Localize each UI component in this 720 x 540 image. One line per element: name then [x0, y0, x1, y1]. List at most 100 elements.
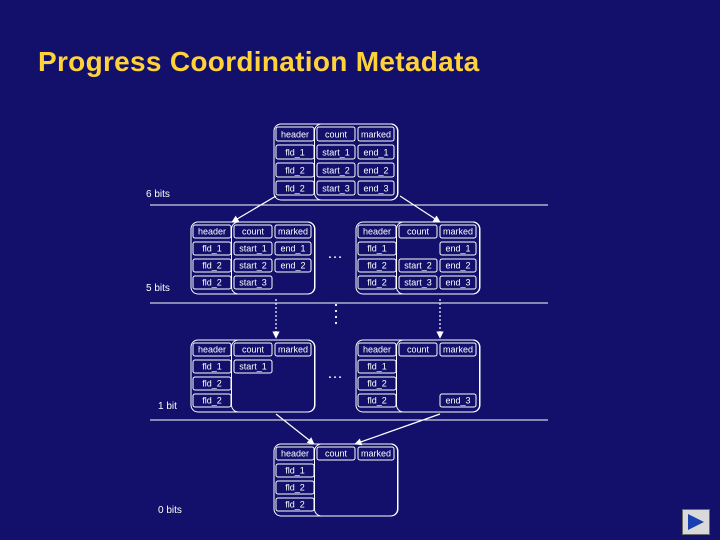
field-box: [398, 342, 438, 357]
field-box: [275, 162, 315, 178]
field-label-start-3: start_3: [239, 278, 267, 288]
field-label-start-2: start_2: [404, 261, 432, 271]
field-label-fld-2: fld_2: [202, 396, 222, 406]
field-label-end-1: end_1: [363, 148, 388, 158]
field-label-fld-2: fld_2: [367, 396, 387, 406]
field-box: [192, 393, 232, 408]
field-label-header: header: [363, 345, 391, 355]
field-box: [275, 144, 315, 160]
field-box: [316, 180, 356, 196]
field-label-fld-2: fld_2: [202, 261, 222, 271]
field-label-start-1: start_1: [322, 148, 350, 158]
field-label-count: count: [242, 345, 265, 355]
field-box: [439, 393, 477, 408]
field-label-end-1: end_1: [280, 244, 305, 254]
field-box: [357, 241, 397, 256]
field-label-fld-1: fld_1: [202, 244, 222, 254]
field-label-header: header: [281, 130, 309, 140]
field-box: [439, 342, 477, 357]
horizontal-ellipsis: …: [327, 245, 343, 262]
field-label-count: count: [407, 227, 430, 237]
node-top: [273, 123, 399, 201]
field-label-start-1: start_1: [239, 244, 267, 254]
field-label-fld-1: fld_1: [285, 466, 305, 476]
field-box: [192, 376, 232, 391]
field-label-marked: marked: [361, 130, 391, 140]
field-box: [192, 258, 232, 273]
field-box: [357, 275, 397, 290]
field-box: [316, 126, 356, 142]
field-label-end-2: end_2: [363, 166, 388, 176]
field-label-fld-2: fld_2: [367, 261, 387, 271]
field-box: [275, 180, 315, 196]
field-box: [274, 224, 312, 239]
field-label-header: header: [363, 227, 391, 237]
field-label-count: count: [325, 449, 348, 459]
node-panel-inner: [231, 339, 315, 413]
field-label-header: header: [281, 449, 309, 459]
field-label-header: header: [198, 227, 226, 237]
field-box: [357, 393, 397, 408]
field-label-fld-1: fld_1: [367, 362, 387, 372]
field-box: [357, 180, 395, 196]
field-label-fld-2: fld_2: [285, 166, 305, 176]
field-label-start-2: start_2: [239, 261, 267, 271]
field-label-fld-1: fld_1: [202, 362, 222, 372]
next-slide-button[interactable]: [682, 509, 710, 535]
horizontal-ellipsis: …: [327, 365, 343, 382]
field-box: [275, 480, 315, 495]
arrow-top-to-left: [231, 195, 277, 223]
field-box: [233, 258, 273, 273]
field-box: [275, 463, 315, 478]
field-label-count: count: [242, 227, 265, 237]
field-label-fld-2: fld_2: [285, 483, 305, 493]
ellipsis-dot: [334, 321, 338, 325]
field-label-end-3: end_3: [445, 396, 470, 406]
level-label: 6 bits: [146, 189, 170, 200]
field-label-start-1: start_1: [239, 362, 267, 372]
field-label-header: header: [198, 345, 226, 355]
node-mid-right: [355, 221, 481, 295]
field-box: [233, 275, 273, 290]
field-label-marked: marked: [278, 345, 308, 355]
field-label-end-1: end_1: [445, 244, 470, 254]
node-panel-inner: [396, 339, 480, 413]
field-box: [192, 241, 232, 256]
field-box: [192, 275, 232, 290]
arrow-top-to-right: [399, 195, 441, 223]
field-box: [398, 275, 438, 290]
field-label-start-3: start_3: [322, 184, 350, 194]
field-box: [439, 224, 477, 239]
field-label-count: count: [407, 345, 430, 355]
field-box: [439, 241, 477, 256]
field-box: [275, 497, 315, 512]
ellipsis-dot: [334, 315, 338, 319]
field-label-fld-1: fld_1: [367, 244, 387, 254]
level-label: 1 bit: [158, 401, 177, 412]
field-box: [192, 224, 232, 239]
field-label-end-3: end_3: [363, 184, 388, 194]
field-box: [233, 342, 273, 357]
field-box: [274, 342, 312, 357]
field-box: [357, 126, 395, 142]
field-box: [357, 376, 397, 391]
field-box: [357, 342, 397, 357]
field-box: [357, 446, 395, 461]
field-box: [439, 258, 477, 273]
field-label-start-3: start_3: [404, 278, 432, 288]
node-mid-left: [190, 221, 316, 295]
field-box: [233, 241, 273, 256]
field-box: [316, 446, 356, 461]
field-label-marked: marked: [443, 345, 473, 355]
field-label-count: count: [325, 130, 348, 140]
field-label-fld-2: fld_2: [285, 184, 305, 194]
field-box: [192, 359, 232, 374]
field-label-fld-2: fld_2: [202, 278, 222, 288]
field-box: [439, 275, 477, 290]
field-box: [233, 359, 273, 374]
field-box: [274, 258, 312, 273]
field-box: [192, 342, 232, 357]
field-label-fld-2: fld_2: [202, 379, 222, 389]
field-label-fld-2: fld_2: [367, 278, 387, 288]
field-label-fld-2: fld_2: [367, 379, 387, 389]
